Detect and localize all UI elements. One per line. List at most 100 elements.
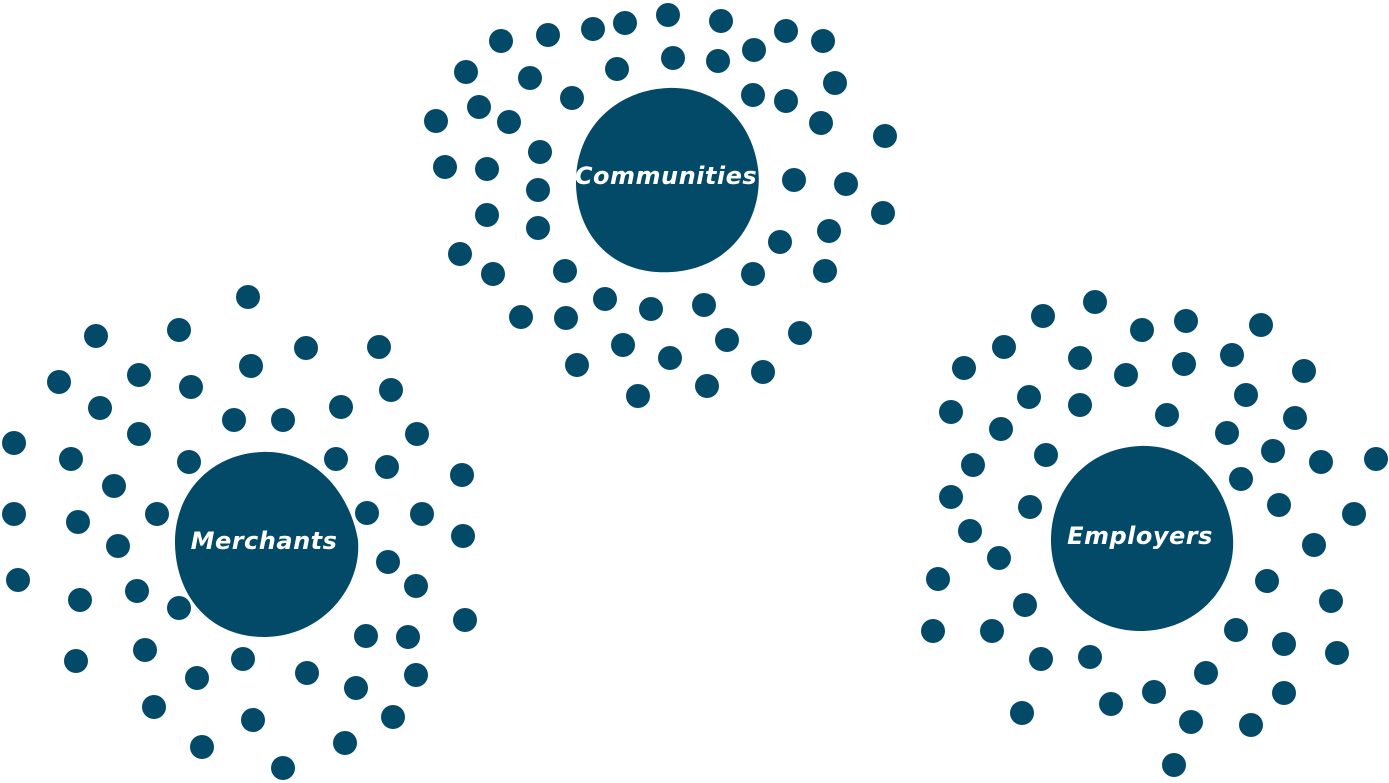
- employers-dot: [987, 546, 1011, 570]
- communities-dot: [454, 60, 478, 84]
- merchants-dot: [294, 336, 318, 360]
- employers-dot: [1220, 343, 1244, 367]
- merchants-dot: [404, 663, 428, 687]
- communities-dot: [639, 297, 663, 321]
- merchants-dot: [88, 396, 112, 420]
- communities-dot: [834, 172, 858, 196]
- communities-dot: [448, 242, 472, 266]
- employers-dot: [1029, 647, 1053, 671]
- employers-dot: [939, 485, 963, 509]
- merchants-dot: [127, 363, 151, 387]
- employers-dot: [1239, 713, 1263, 737]
- merchants-dot: [167, 596, 191, 620]
- employers-dot: [961, 453, 985, 477]
- hub-employers: [1050, 445, 1234, 632]
- merchants-dot: [450, 463, 474, 487]
- employers-dot: [1194, 661, 1218, 685]
- communities-dot: [509, 305, 533, 329]
- employers-dot: [1255, 569, 1279, 593]
- employers-dot: [1267, 493, 1291, 517]
- merchants-dot: [185, 666, 209, 690]
- merchants-dot: [64, 649, 88, 673]
- employers-dot: [1179, 710, 1203, 734]
- employers-dot: [1215, 421, 1239, 445]
- communities-dot: [475, 203, 499, 227]
- communities-dot: [768, 230, 792, 254]
- cluster-employers: Employers: [921, 290, 1388, 777]
- communities-dot: [613, 11, 637, 35]
- dots-merchants: [2, 285, 477, 780]
- communities-dot: [528, 140, 552, 164]
- employers-dot: [1162, 753, 1186, 777]
- merchants-dot: [167, 318, 191, 342]
- employers-dot: [1017, 385, 1041, 409]
- communities-dot: [656, 3, 680, 27]
- merchants-dot: [6, 568, 30, 592]
- merchants-dot: [381, 705, 405, 729]
- employers-dot: [1155, 403, 1179, 427]
- merchants-dot: [451, 524, 475, 548]
- communities-dot: [593, 287, 617, 311]
- communities-dot: [553, 259, 577, 283]
- employers-dot: [1302, 533, 1326, 557]
- communities-dot: [565, 353, 589, 377]
- employers-dot: [1068, 346, 1092, 370]
- merchants-dot: [410, 502, 434, 526]
- merchants-dot: [239, 354, 263, 378]
- employers-dot: [1130, 318, 1154, 342]
- hub-label-merchants: Merchants: [191, 527, 338, 555]
- communities-dot: [813, 259, 837, 283]
- communities-dot: [475, 157, 499, 181]
- communities-dot: [467, 95, 491, 119]
- communities-dot: [782, 168, 806, 192]
- merchants-dot: [133, 638, 157, 662]
- communities-dot: [823, 71, 847, 95]
- merchants-dot: [106, 534, 130, 558]
- communities-dot: [788, 321, 812, 345]
- employers-dot: [1261, 439, 1285, 463]
- communities-dot: [605, 57, 629, 81]
- communities-dot: [554, 306, 578, 330]
- merchants-dot: [344, 676, 368, 700]
- communities-dot: [809, 111, 833, 135]
- employers-dot: [992, 335, 1016, 359]
- merchants-dot: [47, 370, 71, 394]
- communities-dot: [424, 109, 448, 133]
- employers-dot: [952, 356, 976, 380]
- communities-dot: [741, 83, 765, 107]
- merchants-dot: [241, 708, 265, 732]
- merchants-dot: [127, 422, 151, 446]
- communities-dot: [560, 86, 584, 110]
- communities-dot: [581, 17, 605, 41]
- hub-merchants: [174, 451, 359, 638]
- employers-dot: [1099, 692, 1123, 716]
- communities-dot: [481, 262, 505, 286]
- merchants-dot: [367, 335, 391, 359]
- merchants-dot: [329, 395, 353, 419]
- employers-dot: [1172, 352, 1196, 376]
- employers-dot: [1283, 406, 1307, 430]
- employers-dot: [1325, 641, 1349, 665]
- communities-dot: [741, 262, 765, 286]
- communities-dot: [817, 219, 841, 243]
- employers-dot: [1142, 680, 1166, 704]
- merchants-dot: [231, 647, 255, 671]
- employers-dot: [926, 567, 950, 591]
- merchants-dot: [2, 431, 26, 455]
- employers-dot: [1114, 363, 1138, 387]
- employers-dot: [1342, 502, 1366, 526]
- merchants-dot: [333, 731, 357, 755]
- employers-dot: [1234, 383, 1258, 407]
- communities-dot: [873, 124, 897, 148]
- merchants-dot: [145, 502, 169, 526]
- employers-dot: [1018, 495, 1042, 519]
- cluster-communities: Communities: [424, 3, 897, 408]
- merchants-dot: [404, 574, 428, 598]
- communities-dot: [611, 333, 635, 357]
- merchants-dot: [177, 450, 201, 474]
- employers-dot: [1224, 618, 1248, 642]
- communities-dot: [536, 23, 560, 47]
- communities-dot: [742, 38, 766, 62]
- cluster-merchants: Merchants: [2, 285, 477, 780]
- communities-dot: [871, 201, 895, 225]
